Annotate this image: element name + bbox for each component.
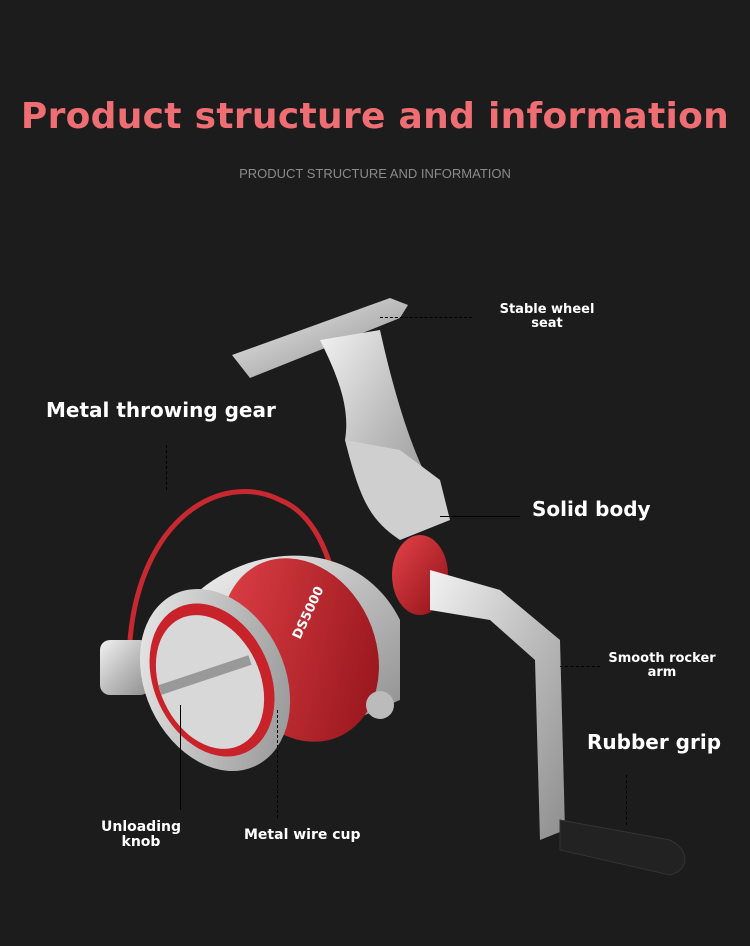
reel-knob-ridge (158, 655, 252, 695)
reel-screw (366, 691, 394, 719)
leader-line-throwing-gear (166, 445, 167, 490)
label-rocker-arm: Smooth rocker arm (608, 651, 716, 680)
leader-line-rocker-arm (560, 666, 600, 667)
label-wire-cup: Metal wire cup (244, 827, 361, 843)
reel-unloading-knob (155, 615, 265, 749)
label-wheel-seat: Stable wheel seat (499, 302, 595, 331)
label-unloading-knob: Unloading knob (100, 819, 181, 850)
reel-foot (232, 298, 408, 378)
reel-handle-arm (430, 570, 565, 840)
reel-rubber-grip (559, 819, 686, 876)
label-rubber-grip: Rubber grip (587, 730, 722, 754)
reel-bail-roller (100, 640, 150, 695)
leader-line-wheel-seat (380, 317, 472, 318)
leader-line-solid-body (440, 516, 520, 517)
label-throwing-gear: Metal throwing gear (46, 398, 276, 422)
page-title: Product structure and information (20, 96, 730, 137)
leader-line-unloading-knob (180, 705, 181, 810)
reel-body (345, 440, 450, 540)
leader-line-rubber-grip (626, 775, 627, 825)
page-subtitle: PRODUCT STRUCTURE AND INFORMATION (239, 166, 511, 181)
label-solid-body: Solid body (532, 497, 651, 521)
leader-line-wire-cup (277, 710, 278, 818)
